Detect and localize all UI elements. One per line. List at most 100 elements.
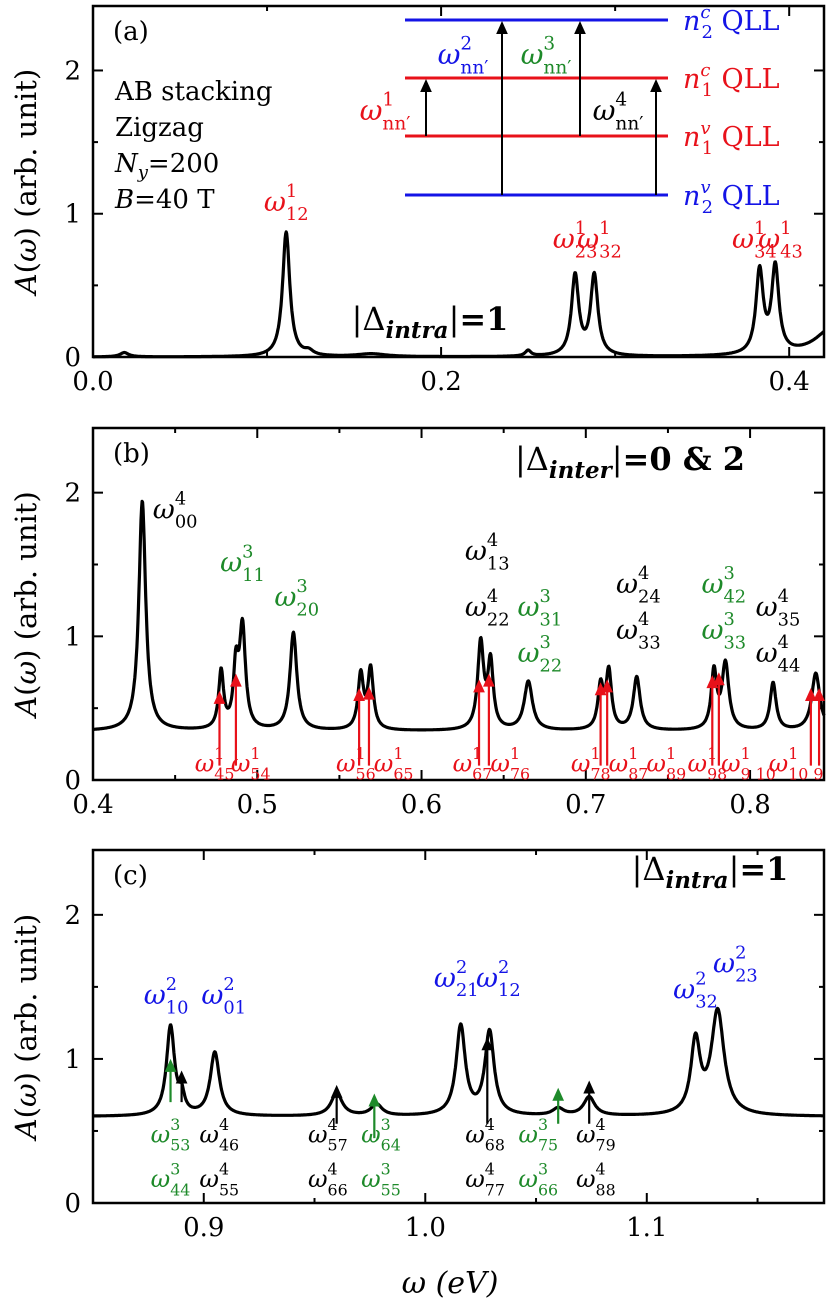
arrow-head — [583, 1080, 596, 1094]
y-tick-label: 0 — [64, 1189, 81, 1219]
x-tick-label: 0.4 — [769, 367, 810, 397]
y-tick-label: 0 — [64, 343, 81, 373]
arrow-head — [353, 688, 365, 702]
y-tick-label: 2 — [64, 56, 81, 86]
x-tick-label: 0.7 — [565, 790, 606, 820]
selection-rule-label: |Δintra|=1 — [632, 850, 789, 894]
y-tick-label: 2 — [64, 479, 81, 509]
y-tick-label: 1 — [64, 1045, 81, 1075]
arrow-head — [496, 21, 508, 34]
x-axis-label: ω (eV) — [402, 1266, 499, 1301]
x-tick-label: 0.8 — [729, 790, 770, 820]
spectrum-line — [91, 499, 826, 732]
x-tick-label: 0.2 — [420, 367, 461, 397]
arrow-head — [483, 673, 495, 687]
x-tick-label: 0.0 — [72, 367, 113, 397]
axes-frame — [91, 426, 826, 782]
x-tick-label: 1.1 — [626, 1213, 667, 1243]
y-tick-label: 2 — [64, 901, 81, 931]
y-axis-label: A(ω) (arb. unit) — [9, 491, 43, 720]
axes-frame — [91, 4, 826, 359]
x-tick-label: 0.9 — [183, 1213, 224, 1243]
panel-label: (b) — [113, 439, 150, 469]
arrow-head — [330, 1084, 343, 1098]
arrow-head — [213, 690, 226, 704]
arrow-head — [813, 688, 825, 702]
panel-label: (a) — [113, 17, 149, 47]
arrow-head — [713, 672, 725, 686]
selection-rule-label: |Δintra|=1 — [352, 300, 509, 344]
spectrum-line — [91, 230, 826, 359]
arrow-head — [473, 679, 485, 693]
arrow-head — [368, 1093, 381, 1107]
info-field: B=40 T — [114, 185, 215, 215]
axes-frame — [91, 848, 826, 1205]
info-stacking: AB stacking — [114, 77, 272, 107]
x-tick-label: 0.6 — [401, 790, 442, 820]
info-ny: Ny=200 — [114, 149, 219, 183]
arrow-head — [363, 686, 375, 700]
x-tick-label: 0.5 — [237, 790, 278, 820]
arrow-head — [650, 79, 662, 92]
spectrum-line — [91, 1006, 826, 1118]
arrow-head — [481, 1037, 494, 1051]
x-tick-label: 0.4 — [72, 790, 113, 820]
arrow-head — [552, 1087, 565, 1101]
arrow-head — [805, 688, 817, 702]
info-edge: Zigzag — [115, 113, 204, 143]
